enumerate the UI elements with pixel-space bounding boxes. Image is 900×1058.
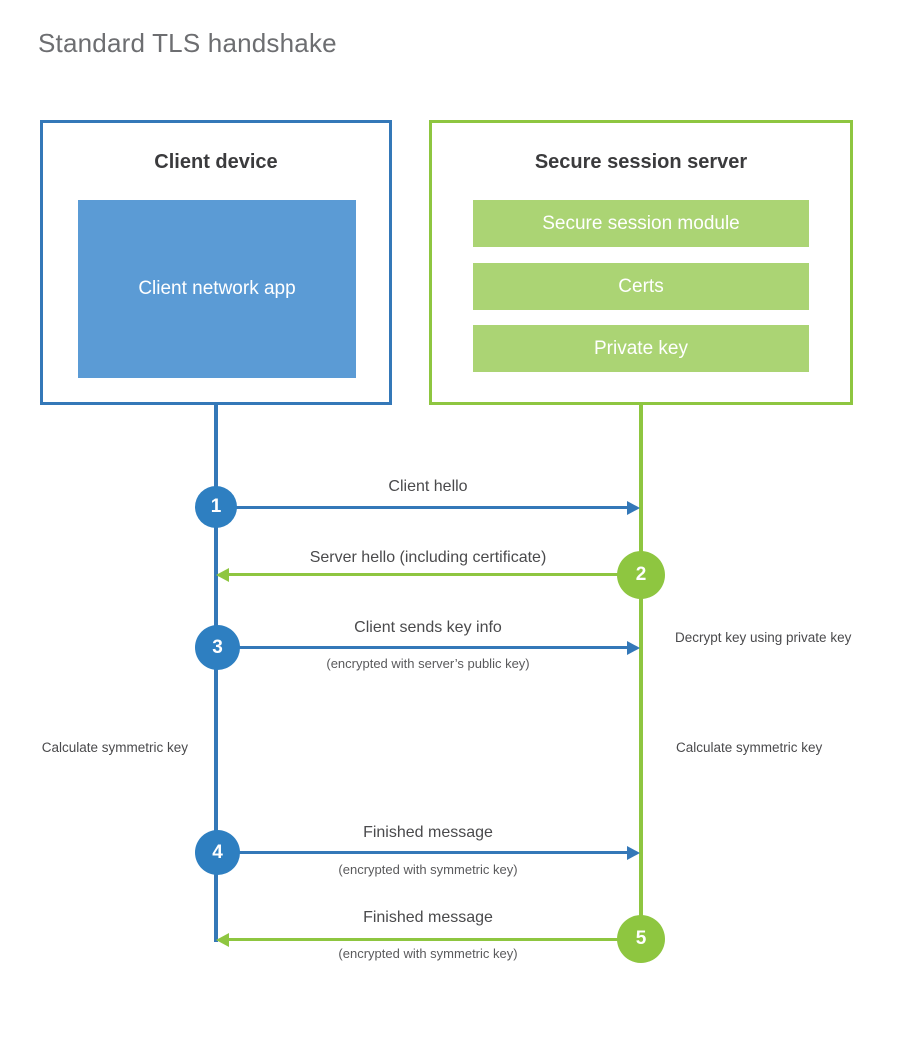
step-circle-1: 1 (195, 486, 237, 528)
message-label-finished-message-server: Finished message (363, 909, 493, 926)
client-lifeline (214, 405, 218, 942)
server-component-private-key: Private key (473, 325, 809, 372)
client-network-app-component: Client network app (78, 200, 356, 378)
annotation-decrypt-key: Decrypt key using private key (675, 630, 852, 645)
message-arrow-client-hello (216, 500, 640, 515)
message-sublabel-finished-message-server: (encrypted with symmetric key) (338, 946, 518, 961)
server-lifeline (639, 405, 643, 942)
step-circle-3: 3 (195, 625, 240, 670)
message-arrow-server-hello (216, 567, 640, 582)
message-label-finished-message-client: Finished message (363, 824, 493, 841)
secure-session-server-title: Secure session server (534, 151, 748, 173)
step-circle-2: 2 (617, 551, 665, 599)
message-arrow-client-sends-key-info (216, 640, 640, 655)
server-component-secure-session-module: Secure session module (473, 200, 809, 247)
message-sublabel-finished-message-client: (encrypted with symmetric key) (338, 862, 518, 877)
server-component-certs: Certs (473, 263, 809, 310)
step-circle-4: 4 (195, 830, 240, 875)
page-title: Standard TLS handshake (38, 28, 337, 58)
annotation-server-calculate-symmetric-key: Calculate symmetric key (676, 740, 823, 755)
message-label-client-sends-key-info: Client sends key info (354, 619, 502, 636)
message-arrow-finished-message-client (216, 845, 640, 860)
message-label-client-hello: Client hello (388, 478, 468, 495)
client-device-title: Client device (154, 151, 278, 173)
message-arrow-finished-message-server (216, 932, 640, 947)
message-label-server-hello: Server hello (including certificate) (309, 549, 547, 566)
secure-session-server-box: Secure session server Secure session mod… (429, 120, 853, 405)
message-sublabel-client-sends-key-info: (encrypted with server’s public key) (326, 656, 530, 671)
annotation-client-calculate-symmetric-key: Calculate symmetric key (41, 740, 188, 755)
client-device-box: Client device Client network app (40, 120, 392, 405)
step-circle-5: 5 (617, 915, 665, 963)
